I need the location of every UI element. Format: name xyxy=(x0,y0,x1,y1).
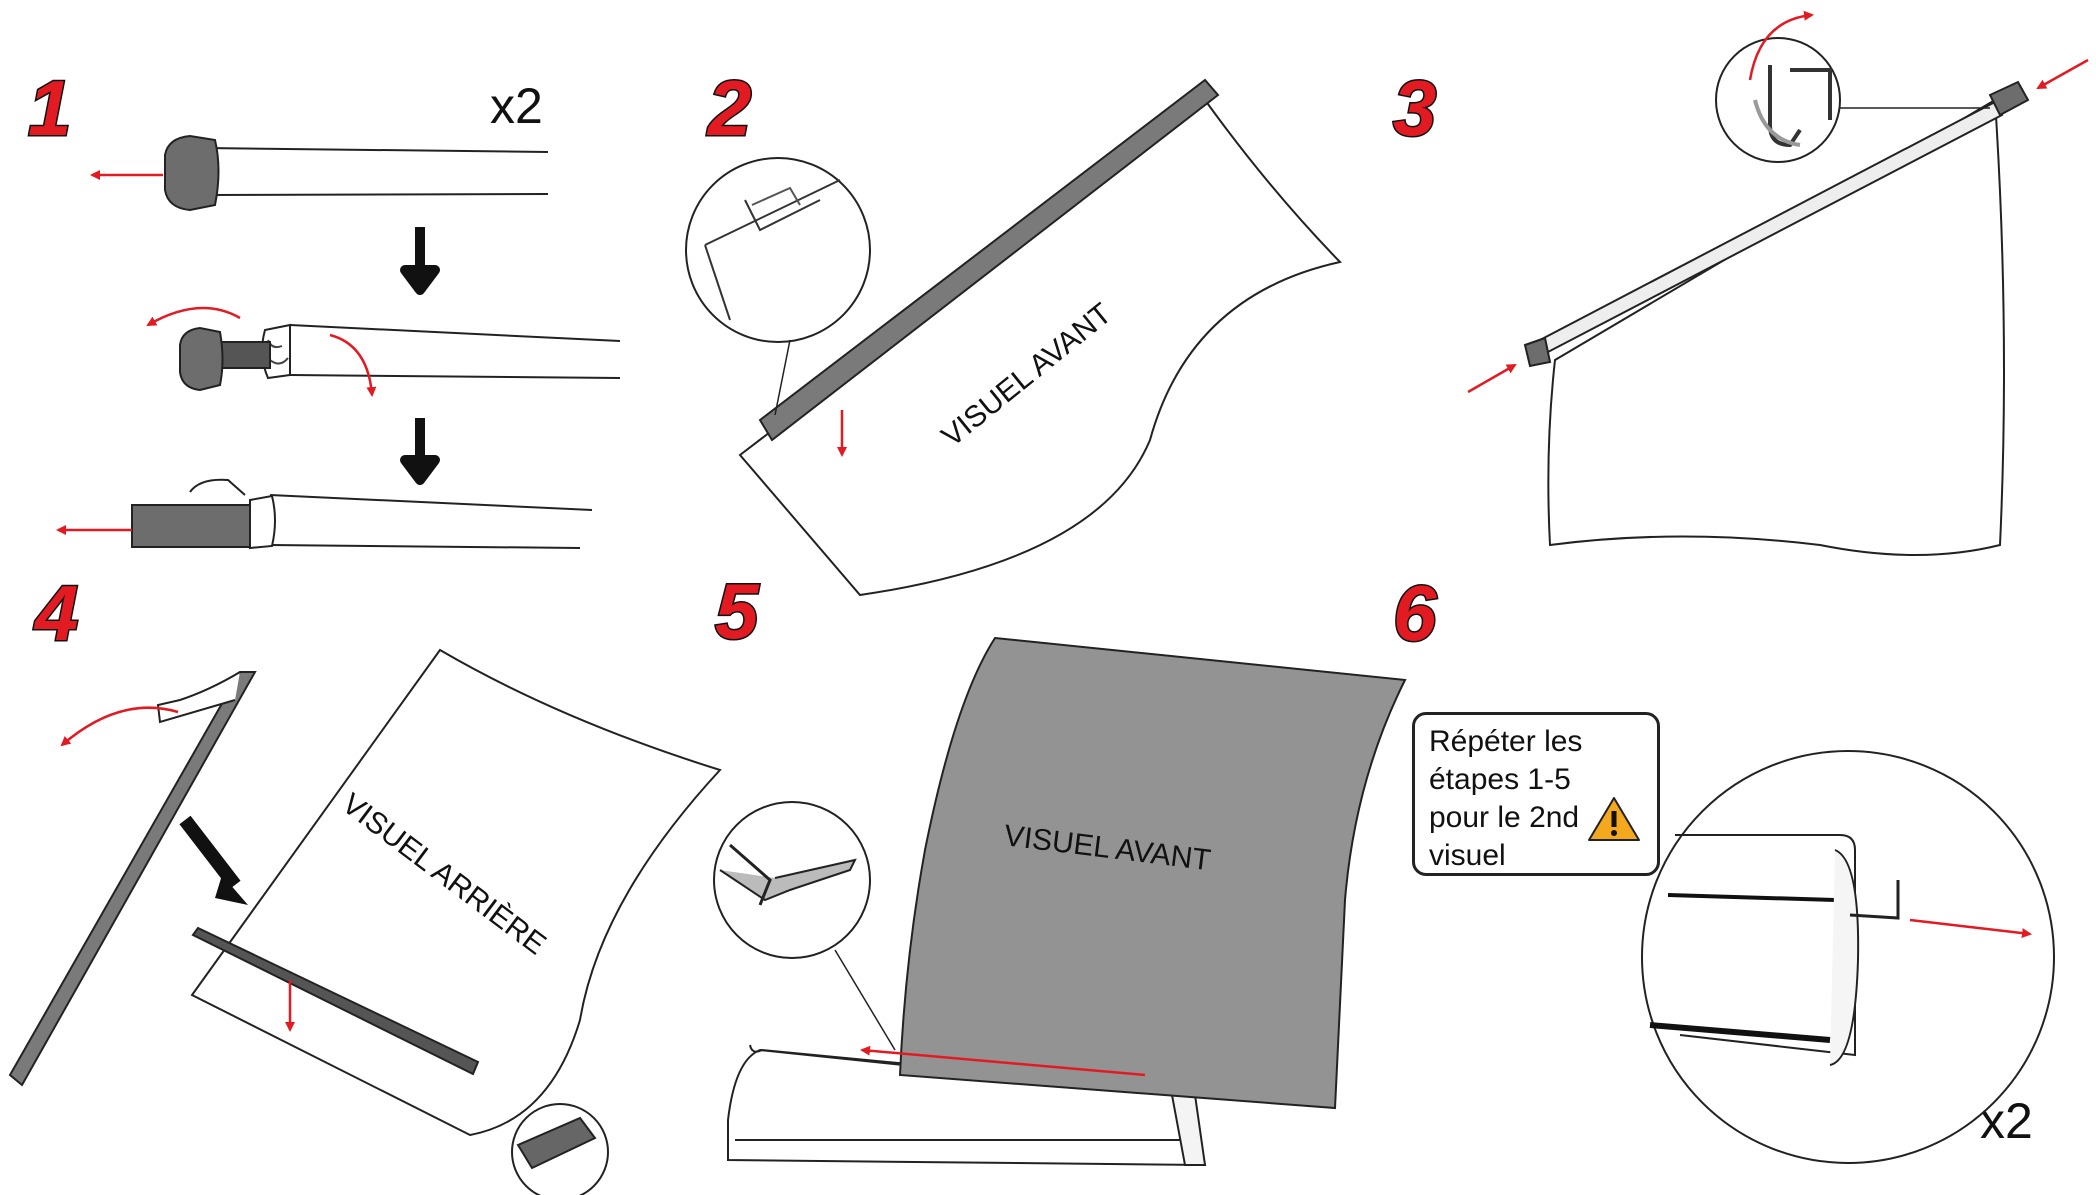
step-1-number: 1 xyxy=(28,64,71,152)
step-4-number: 4 xyxy=(33,569,78,657)
step-3: 3 xyxy=(1393,15,2088,555)
down-arrow-icon xyxy=(185,820,235,885)
step-1-multiplier: x2 xyxy=(490,78,543,134)
tube-with-end-cap xyxy=(92,136,548,210)
insert-arrow xyxy=(1468,365,1515,392)
adhesive-strip xyxy=(10,672,255,1085)
tube-cap-attached xyxy=(58,480,592,548)
rotate-arrow xyxy=(330,335,372,395)
step-2: 2 VISUEL AVANT xyxy=(686,64,1340,595)
hanging-banner xyxy=(1548,100,2004,555)
warning-icon xyxy=(1587,795,1641,843)
tube-open-profile xyxy=(148,308,620,395)
detail-zoom-circle xyxy=(1642,751,2054,1163)
insert-arrow xyxy=(2038,60,2088,88)
end-cap xyxy=(180,328,223,390)
end-cap xyxy=(1525,338,1550,366)
detail-zoom-circle xyxy=(714,802,895,1050)
step-5-number: 5 xyxy=(715,567,760,655)
step-3-number: 3 xyxy=(1393,64,1436,152)
end-cap xyxy=(165,136,219,210)
down-arrow-icon xyxy=(405,227,435,290)
front-visual-sheet xyxy=(900,638,1405,1108)
rotate-arrow xyxy=(148,308,240,325)
step-1: 1 x2 xyxy=(28,64,620,548)
step-2-number: 2 xyxy=(706,64,751,152)
detail-zoom-circle xyxy=(512,1104,608,1195)
end-cap xyxy=(132,505,254,547)
repeat-note: Répéter les étapes 1-5 pour le 2nd visue… xyxy=(1412,712,1660,876)
down-arrow-icon xyxy=(405,418,435,480)
step-6-number: 6 xyxy=(1393,569,1437,657)
step-5: 5 VISUEL AVANT xyxy=(714,567,1405,1165)
step-4: 4 VISUEL ARRIÈRE xyxy=(10,569,720,1195)
